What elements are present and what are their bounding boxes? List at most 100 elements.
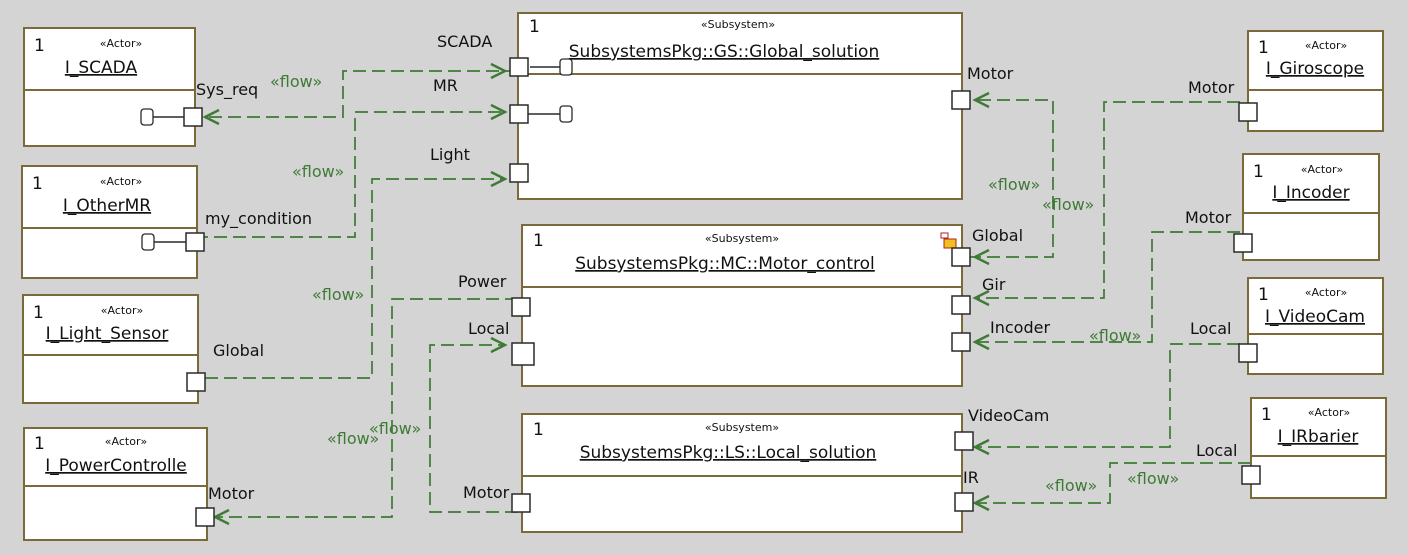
port-local[interactable] [1238,343,1258,363]
actor-i-scada[interactable]: 1 «Actor» I_SCADA Sys_req [23,27,258,147]
port-incoder[interactable] [951,332,971,352]
multiplicity: 1 [34,434,45,454]
port-gir[interactable] [951,295,971,315]
stereotype: «Actor» [1301,163,1343,176]
subsystem-global-solution[interactable]: 1 «Subsystem» SubsystemsPkg::GS::Global_… [430,12,1014,200]
multiplicity: 1 [1258,285,1269,305]
actor-frame [22,294,199,404]
multiplicity: 1 [1253,162,1264,182]
actor-name: I_Giroscope [1266,59,1364,79]
flow-label: «flow» [1045,476,1097,495]
stereotype: «Actor» [1308,406,1350,419]
actor-frame [1242,153,1380,261]
port-motor[interactable] [195,507,215,527]
actor-i-othermr[interactable]: 1 «Actor» I_OtherMR my_condition [21,165,312,279]
arrowhead-gs-motor [972,91,990,109]
port-scada[interactable] [509,57,529,77]
subsystem-name: SubsystemsPkg::GS::Global_solution [569,42,879,62]
flow-label: «flow» [369,419,421,438]
actor-i-videocam[interactable]: 1 «Actor» I_VideoCam Local [1190,277,1384,375]
port-videocam[interactable] [954,431,974,451]
actor-name: I_PowerControlle [45,456,187,476]
port-mr[interactable] [509,104,529,124]
interface-lollipop [559,105,573,123]
actor-name: I_OtherMR [63,196,151,216]
port-motor[interactable] [511,493,531,513]
port-motor[interactable] [1233,233,1253,253]
port-global[interactable] [186,372,206,392]
port-label-ir: IR [963,468,979,487]
actor-frame [1247,30,1384,132]
flow-power-motor [215,298,518,518]
interface-lollipop [559,58,573,76]
flow-light-global [205,178,505,379]
actor-name: I_IRbarier [1278,427,1359,447]
flow-labels: «flow» «flow» «flow» «flow» «flow» «flow… [270,72,1179,495]
flow-label: «flow» [312,285,364,304]
actor-i-irbarier[interactable]: 1 «Actor» I_IRbarier Local [1196,397,1387,499]
actor-name: I_SCADA [65,58,138,78]
port-local[interactable] [1241,465,1261,485]
subsystem-frame [521,413,963,533]
arrowhead-mc-gir [972,289,990,307]
stereotype: «Actor» [1305,39,1347,52]
stereotype: «Subsystem» [701,18,775,31]
multiplicity: 1 [529,17,540,37]
flow-label: «flow» [270,72,322,91]
flow-label: «flow» [327,429,379,448]
flow-label: «flow» [1089,326,1141,345]
port-label-motor: Motor [1188,78,1235,97]
subsystem-name: SubsystemsPkg::LS::Local_solution [580,443,877,463]
port-label-motor: Motor [208,484,255,503]
subsystem-local-solution[interactable]: 1 «Subsystem» SubsystemsPkg::LS::Local_s… [463,406,1049,533]
port-label-sys-req: Sys_req [196,80,258,100]
interface-lollipop [141,233,155,251]
port-sys-req[interactable] [183,107,203,127]
port-my-condition[interactable] [185,232,205,252]
port-label-motor: Motor [967,64,1014,83]
port-global[interactable] [951,247,971,267]
stereotype: «Actor» [100,175,142,188]
actor-i-powercontroller[interactable]: 1 «Actor» I_PowerControlle Motor [23,427,255,541]
port-motor[interactable] [951,90,971,110]
flow-arrowheads [202,62,990,526]
port-motor[interactable] [1238,102,1258,122]
port-label-scada: SCADA [437,32,492,51]
interface-lollipop [140,108,154,126]
flow-label: «flow» [292,162,344,181]
subsystem-motor-control[interactable]: 1 «Subsystem» SubsystemsPkg::MC::Motor_c… [458,224,1050,387]
subsystem-name: SubsystemsPkg::MC::Motor_control [575,254,875,274]
arrowhead-ls-videocam [972,438,990,456]
port-light[interactable] [509,163,529,183]
port-label-global: Global [972,226,1023,245]
flow-label: «flow» [1127,469,1179,488]
actor-i-incoder[interactable]: 1 «Actor» I_Incoder Motor [1185,153,1380,261]
arrowhead-gs-scada [490,62,508,80]
flow-label: «flow» [988,175,1040,194]
port-local[interactable] [511,342,535,366]
port-label-motor: Motor [1185,208,1232,227]
stereotype: «Actor» [105,435,147,448]
port-label-my-condition: my_condition [205,209,312,229]
flow-lsmotor-local [429,344,518,513]
arrowhead-powercontroller-motor [212,508,230,526]
actor-i-light-sensor[interactable]: 1 «Actor» I_Light_Sensor Global [22,294,264,404]
flow-irbarier-ir [975,462,1251,504]
actor-i-giroscope[interactable]: 1 «Actor» I_Giroscope Motor [1188,30,1384,132]
arrowhead-mc-global [972,248,990,266]
port-ir[interactable] [954,492,974,512]
component-icon [940,232,957,249]
actor-frame [21,165,198,279]
multiplicity: 1 [33,303,44,323]
arrowhead-sysreq [202,108,220,126]
flow-videocam-videocam [975,343,1240,448]
arrowhead-ls-ir [972,494,990,512]
stereotype: «Subsystem» [705,232,779,245]
port-label-gir: Gir [982,275,1006,294]
port-label-light: Light [430,145,470,164]
actor-frame [1250,397,1387,499]
port-label-videocam: VideoCam [968,406,1049,425]
actor-name: I_VideoCam [1265,307,1365,327]
port-power[interactable] [511,297,531,317]
